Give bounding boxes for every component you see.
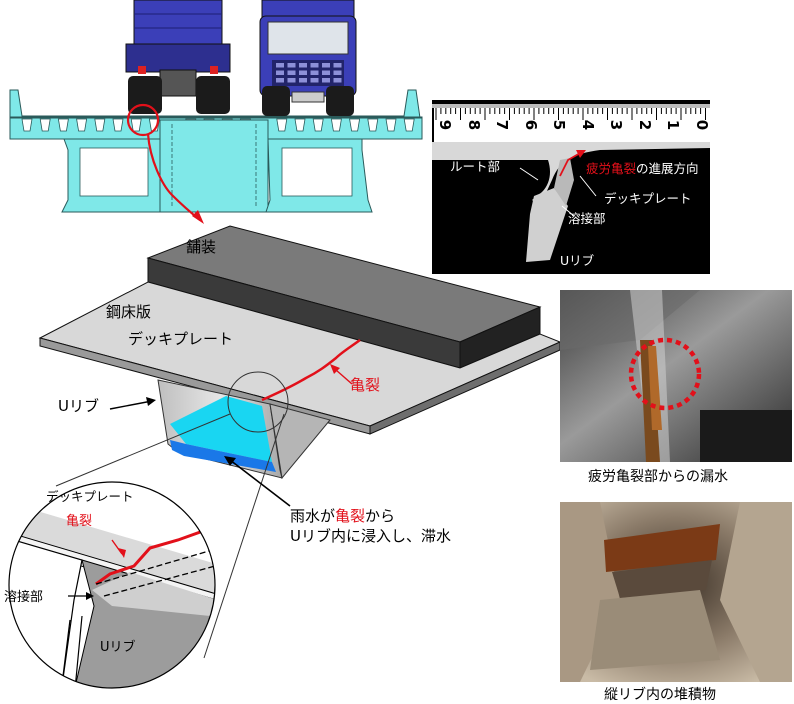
- ruler-digit: 7: [493, 119, 512, 131]
- u-rib-label: Uリブ: [58, 397, 99, 415]
- grille-slot: [287, 63, 296, 68]
- detail-deck-plate-label: デッキプレート: [46, 489, 134, 504]
- ruler-digit: 1: [664, 119, 683, 131]
- leak-photo: [560, 290, 792, 462]
- crack-label: 亀裂: [350, 376, 381, 394]
- micro-direction-label: 疲労亀裂の進展方向: [584, 158, 701, 177]
- grille-slot: [276, 78, 284, 83]
- grille-slot: [276, 63, 284, 68]
- deck-rib-notch: [349, 118, 361, 132]
- ruler-digit: 0: [692, 119, 711, 131]
- grille-slot: [310, 63, 319, 68]
- grille-slot: [310, 70, 319, 75]
- detail-u-rib-label: Uリブ: [100, 640, 136, 655]
- rain-caption-line2: Uリブ内に浸入し、滞水: [290, 527, 451, 545]
- grille-slot: [310, 78, 319, 83]
- grille-slot: [322, 63, 330, 68]
- deck-rib-notch: [39, 118, 51, 132]
- deck-rib-notch: [330, 118, 342, 132]
- deposit-photo: [560, 502, 792, 682]
- micro-direction-suffix: の進展方向: [636, 161, 699, 176]
- ruler-digit: 2: [635, 119, 654, 131]
- grille-slot: [299, 70, 307, 75]
- truck-front: [259, 0, 357, 116]
- deck-rib-notch: [76, 118, 88, 132]
- deck-rib-notch: [385, 118, 397, 132]
- u-rib-arrow: [109, 400, 153, 410]
- steel-deck-label: 鋼床版: [106, 303, 152, 321]
- pointer-arrow: [146, 133, 201, 221]
- ruler-digit: 3: [607, 119, 626, 131]
- crack-arrow: [335, 369, 353, 385]
- micro-deck-plate-label: デッキプレート: [604, 191, 692, 206]
- deck-rib-notch: [276, 118, 288, 132]
- grille-slot: [322, 78, 330, 83]
- truck-rear: [125, 0, 231, 114]
- grille-slot: [299, 63, 307, 68]
- micrograph: [432, 100, 710, 274]
- rain-caption-c: から: [365, 507, 396, 525]
- micro-root-label: ルート部: [450, 159, 501, 174]
- leak-caption: 疲労亀裂部からの漏水: [588, 469, 728, 485]
- grille-slot: [299, 78, 307, 83]
- grille-slot: [287, 70, 296, 75]
- ruler-digit: 9: [436, 119, 455, 131]
- steel-deck-3d: [38, 225, 562, 659]
- deck-rib-notch: [94, 118, 106, 132]
- deck-rib-notch: [403, 118, 415, 132]
- rain-caption-crack: 亀裂: [335, 507, 366, 525]
- deck-rib-notch: [367, 118, 379, 132]
- detail-magnifier: [8, 481, 216, 689]
- deck-rib-notch: [312, 118, 324, 132]
- micro-fatigue-crack: 疲労亀裂: [586, 161, 637, 176]
- deposit-caption: 縦リブ内の堆積物: [604, 687, 716, 703]
- bridge-cross-section: [9, 89, 423, 213]
- rain-caption: 雨水が亀裂から: [290, 505, 395, 526]
- micro-u-rib-label: Uリブ: [560, 253, 595, 268]
- deck-plate-label: デッキプレート: [128, 330, 234, 348]
- grille-slot: [333, 63, 342, 68]
- deck-rib-notch: [112, 118, 124, 132]
- ruler-digit: 8: [464, 119, 483, 131]
- deck-rib-notch: [57, 118, 69, 132]
- detail-weld-label: 溶接部: [4, 590, 44, 605]
- grille-slot: [333, 78, 342, 83]
- ruler-digit: 6: [521, 119, 540, 131]
- ruler-digit: 5: [550, 119, 569, 131]
- water-arrow: [229, 459, 291, 507]
- micro-weld-label: 溶接部: [568, 211, 606, 226]
- grille-slot: [333, 70, 342, 75]
- grille-slot: [322, 70, 330, 75]
- grille-slot: [276, 70, 284, 75]
- deck-rib-notch: [130, 118, 142, 132]
- rain-caption-a: 雨水が: [290, 507, 336, 525]
- detail-crack-label: 亀裂: [66, 514, 93, 529]
- deck-rib-notch: [21, 118, 33, 132]
- tire-marker: [126, 103, 160, 137]
- deck-rib-notch: [294, 118, 306, 132]
- ruler-digit: 4: [578, 119, 597, 131]
- pavement-label: 舗装: [186, 238, 217, 256]
- grille-slot: [287, 78, 296, 83]
